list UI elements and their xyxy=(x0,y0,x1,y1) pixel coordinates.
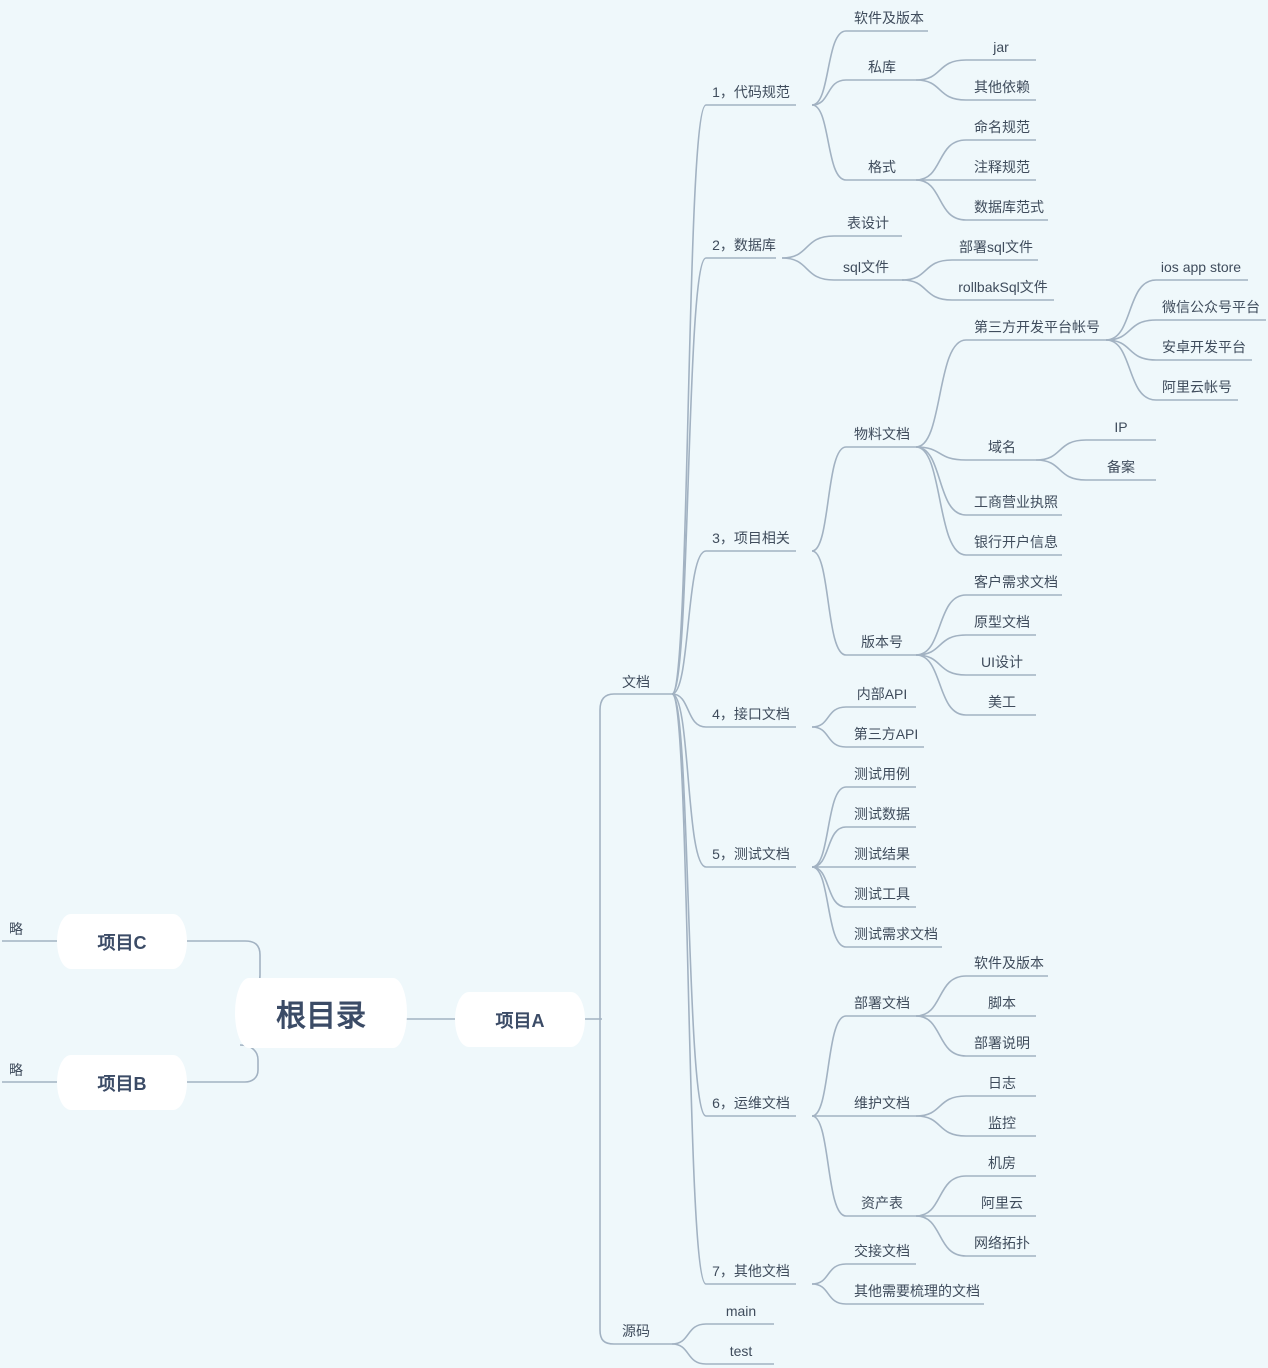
ops-deploy-notes[interactable]: 部署说明 xyxy=(974,1035,1030,1051)
code-jar[interactable]: jar xyxy=(993,39,1009,55)
test-data[interactable]: 测试数据 xyxy=(854,806,910,822)
customer-requirements[interactable]: 客户需求文档 xyxy=(974,574,1058,590)
test-requirements[interactable]: 测试需求文档 xyxy=(854,926,938,942)
database-node[interactable]: 2，数据库 xyxy=(712,237,776,253)
db-sql-files[interactable]: sql文件 xyxy=(843,259,889,275)
asset-sheet[interactable]: 资产表 xyxy=(861,1195,903,1211)
third-party-accounts[interactable]: 第三方开发平台帐号 xyxy=(974,319,1100,335)
prototype-docs[interactable]: 原型文档 xyxy=(974,614,1030,630)
db-deploy-sql[interactable]: 部署sql文件 xyxy=(959,239,1033,255)
project-b-omitted[interactable]: 略 xyxy=(9,1062,23,1078)
ios-app-store[interactable]: ios app store xyxy=(1160,259,1242,275)
code-spec-node[interactable]: 1，代码规范 xyxy=(712,84,790,100)
source-test[interactable]: test xyxy=(729,1343,753,1359)
db-table-design[interactable]: 表设计 xyxy=(847,215,889,231)
asset-network-topology[interactable]: 网络拓扑 xyxy=(974,1235,1030,1251)
maintenance-docs[interactable]: 维护文档 xyxy=(854,1095,910,1111)
ui-design[interactable]: UI设计 xyxy=(981,654,1023,670)
root-node[interactable]: 根目录 xyxy=(235,978,407,1048)
code-naming[interactable]: 命名规范 xyxy=(974,119,1030,135)
test-tools[interactable]: 测试工具 xyxy=(854,886,910,902)
asset-machine-room[interactable]: 机房 xyxy=(988,1155,1016,1171)
handover-docs[interactable]: 交接文档 xyxy=(854,1243,910,1259)
project-b-node[interactable]: 项目B xyxy=(57,1055,187,1110)
source-main[interactable]: main xyxy=(725,1303,757,1319)
db-rollback-sql[interactable]: rollbakSql文件 xyxy=(958,279,1048,295)
aliyun-account[interactable]: 阿里云帐号 xyxy=(1162,379,1232,395)
bank-account-info[interactable]: 银行开户信息 xyxy=(974,534,1058,550)
code-other-deps[interactable]: 其他依赖 xyxy=(974,79,1030,95)
code-comment[interactable]: 注释规范 xyxy=(974,159,1030,175)
test-results[interactable]: 测试结果 xyxy=(854,846,910,862)
deploy-docs[interactable]: 部署文档 xyxy=(854,995,910,1011)
api-third-party[interactable]: 第三方API xyxy=(853,726,919,742)
api-internal[interactable]: 内部API xyxy=(856,686,908,702)
api-docs-node[interactable]: 4，接口文档 xyxy=(712,706,790,722)
ops-software-version[interactable]: 软件及版本 xyxy=(974,955,1044,971)
domain-name[interactable]: 域名 xyxy=(988,439,1016,455)
android-platform[interactable]: 安卓开发平台 xyxy=(1162,339,1246,355)
art-design[interactable]: 美工 xyxy=(988,694,1016,710)
domain-beian[interactable]: 备案 xyxy=(1107,459,1135,475)
wechat-platform[interactable]: 微信公众号平台 xyxy=(1162,299,1260,315)
ops-logs[interactable]: 日志 xyxy=(988,1075,1016,1091)
docs-node[interactable]: 文档 xyxy=(622,674,650,690)
test-docs-node[interactable]: 5，测试文档 xyxy=(712,846,790,862)
other-docs-node[interactable]: 7，其他文档 xyxy=(712,1263,790,1279)
project-a-node[interactable]: 项目A xyxy=(455,992,585,1047)
ops-monitoring[interactable]: 监控 xyxy=(988,1115,1016,1131)
version-number[interactable]: 版本号 xyxy=(861,634,903,650)
project-c-omitted[interactable]: 略 xyxy=(9,921,23,937)
code-db-normal-form[interactable]: 数据库范式 xyxy=(974,199,1044,215)
source-node[interactable]: 源码 xyxy=(622,1323,650,1339)
material-docs[interactable]: 物料文档 xyxy=(854,426,910,442)
business-license[interactable]: 工商营业执照 xyxy=(974,494,1058,510)
asset-aliyun[interactable]: 阿里云 xyxy=(981,1195,1023,1211)
ops-docs-node[interactable]: 6，运维文档 xyxy=(712,1095,790,1111)
project-related-node[interactable]: 3，项目相关 xyxy=(712,530,790,546)
project-c-node[interactable]: 项目C xyxy=(57,914,187,969)
code-format[interactable]: 格式 xyxy=(868,159,896,175)
code-software-version[interactable]: 软件及版本 xyxy=(854,10,924,26)
code-private-repo[interactable]: 私库 xyxy=(868,59,896,75)
domain-ip[interactable]: IP xyxy=(1114,419,1128,435)
test-cases[interactable]: 测试用例 xyxy=(854,766,910,782)
ops-scripts[interactable]: 脚本 xyxy=(988,995,1016,1011)
other-docs-to-organize[interactable]: 其他需要梳理的文档 xyxy=(854,1283,980,1299)
